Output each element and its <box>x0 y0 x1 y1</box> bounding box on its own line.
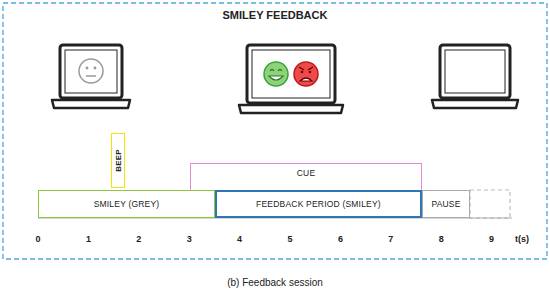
caption: (b) Feedback session <box>0 277 550 288</box>
box-label: CUE <box>297 168 316 178</box>
beep-box: BEEP <box>111 133 125 188</box>
box-label: FEEDBACK PERIOD (SMILEY) <box>256 199 381 209</box>
box-label: PAUSE <box>431 199 460 209</box>
tick-number: 8 <box>439 234 444 244</box>
axis-unit: t(s) <box>515 234 529 244</box>
tick-number: 6 <box>338 234 343 244</box>
cue-box: CUE <box>190 163 422 190</box>
diagram-title: SMILEY FEEDBACK <box>0 9 550 21</box>
angry-smiley <box>294 62 318 86</box>
feedback-box: FEEDBACK PERIOD (SMILEY) <box>215 190 422 218</box>
box-label: BEEP <box>114 149 123 172</box>
pause-box: PAUSE <box>422 190 470 218</box>
tick-number: 3 <box>187 234 192 244</box>
dashed-frame <box>3 3 547 259</box>
tick-number: 9 <box>489 234 494 244</box>
tick-number: 1 <box>86 234 91 244</box>
tick-number: 5 <box>287 234 292 244</box>
phase-box: SMILEY (GREY) <box>38 190 215 218</box>
box-label: SMILEY (GREY) <box>94 199 160 209</box>
tick-number: 2 <box>136 234 141 244</box>
laptop-icon <box>52 45 130 108</box>
neutral-smiley <box>79 59 103 83</box>
laptop-icon <box>432 45 518 108</box>
dashed-slot <box>470 190 510 218</box>
tick-number: 0 <box>35 234 40 244</box>
tick-number: 7 <box>388 234 393 244</box>
tick-number: 4 <box>237 234 242 244</box>
laptop-icon <box>239 45 343 113</box>
happy-smiley <box>264 62 288 86</box>
